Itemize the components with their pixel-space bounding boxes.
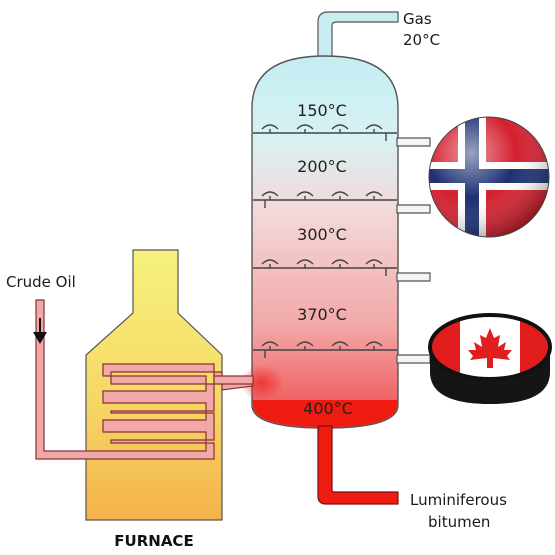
furnace-label: FURNACE — [114, 532, 193, 550]
temp-label-5: 400°C — [303, 399, 353, 418]
gas-label: Gas — [403, 10, 432, 28]
coil-to-column-pipe — [213, 375, 254, 385]
column-trays — [253, 124, 397, 358]
crude-oil-label: Crude Oil — [6, 273, 76, 291]
residue-pool — [253, 400, 397, 427]
furnace — [85, 249, 223, 521]
canada-flag-puck-icon — [428, 313, 552, 404]
flow-arrow-icon — [33, 332, 47, 344]
heat-glow — [240, 365, 284, 401]
distillation-column — [251, 55, 399, 429]
output-label-line2: bitumen — [428, 513, 490, 531]
gas-temp-label: 20°C — [403, 31, 440, 49]
temp-label-4: 370°C — [297, 305, 347, 324]
side-draw-pipes — [396, 137, 431, 364]
temp-label-2: 200°C — [297, 157, 347, 176]
bitumen-outlet-pipe — [317, 425, 399, 505]
gas-outlet-pipe — [317, 11, 399, 59]
temp-label-1: 150°C — [297, 101, 347, 120]
temp-label-3: 300°C — [297, 225, 347, 244]
output-label-line1: Luminiferous — [410, 491, 507, 509]
norway-flag-icon — [428, 116, 550, 238]
